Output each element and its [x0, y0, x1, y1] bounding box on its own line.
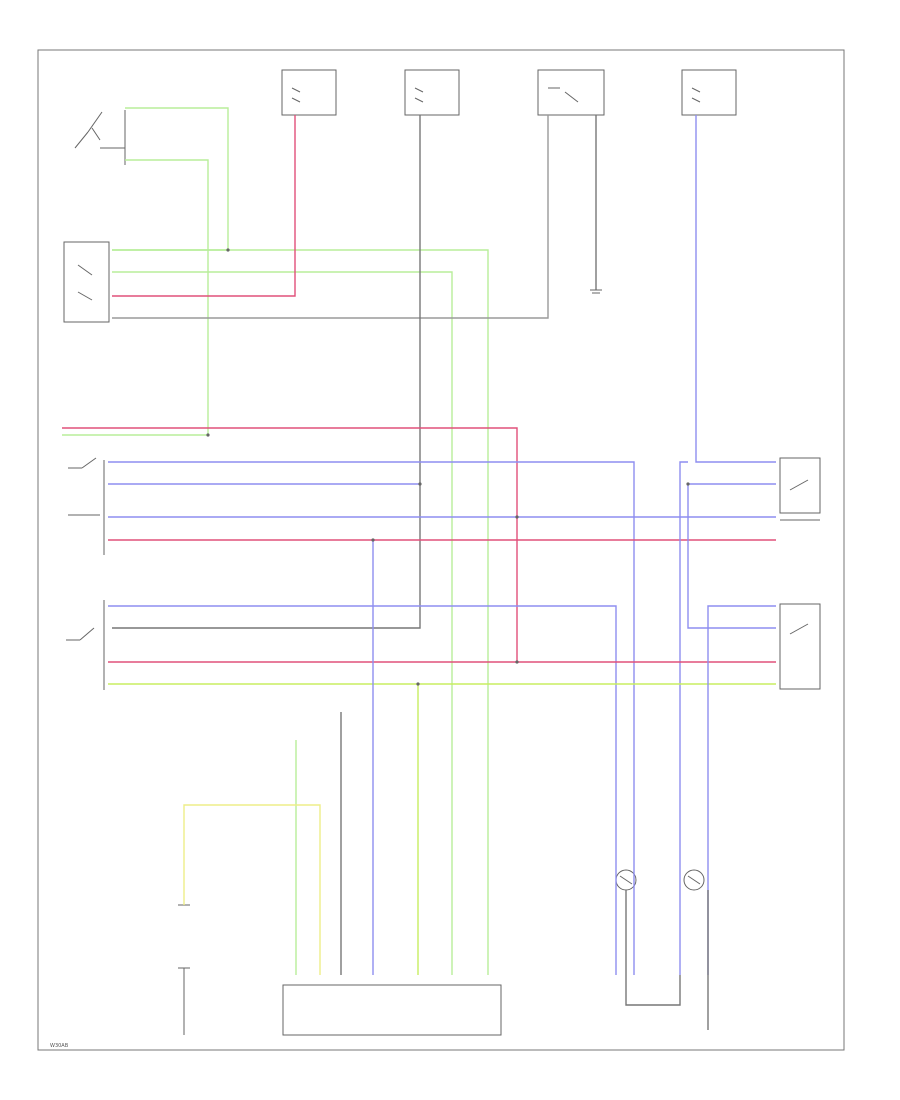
wire-red-a [112, 115, 296, 297]
control-module [282, 984, 502, 1036]
wire-blue-row-5 [108, 605, 617, 975]
left-motor [615, 869, 637, 891]
left-switch-upper [68, 457, 105, 555]
fuse-box-1 [281, 69, 337, 116]
wire-blue-right-c [707, 605, 776, 975]
wire-dark-motor-left [625, 890, 681, 1006]
wire-green-d [112, 271, 453, 975]
left-switch-lower [66, 600, 105, 690]
ground-symbol-relay [590, 289, 602, 294]
wire-blue-a [695, 115, 776, 463]
wire-blue-right-a [687, 483, 776, 629]
junction-dots [206, 248, 690, 686]
wire-blue-right-b [679, 461, 688, 975]
wire-pale-yellow [183, 804, 321, 975]
right-motor [683, 869, 705, 891]
wire-dark-a [112, 115, 421, 629]
left-switch-box [63, 241, 110, 323]
bottom-left-sensor [178, 904, 190, 1035]
wire-green-c [112, 249, 489, 975]
right-switch-lower [779, 603, 821, 690]
right-switch-upper [779, 457, 821, 521]
wire-blue-row-1 [108, 461, 635, 975]
top-left-switch [74, 110, 126, 165]
wire-gray-a [112, 115, 549, 319]
page-ref: W30AB [50, 1043, 69, 1049]
wire-red-bus [62, 427, 518, 662]
diagram-frame [37, 49, 845, 1051]
wire-green-a [112, 107, 229, 251]
relay-box [537, 69, 605, 116]
fuse-box-3 [681, 69, 737, 116]
wire-green-b [62, 159, 209, 436]
fuse-box-2 [404, 69, 460, 116]
